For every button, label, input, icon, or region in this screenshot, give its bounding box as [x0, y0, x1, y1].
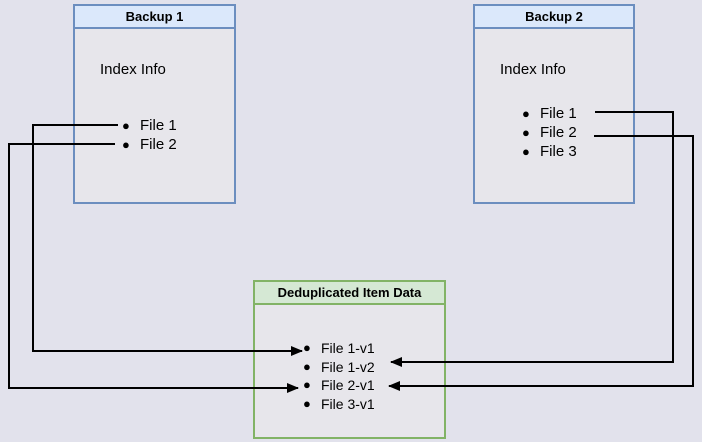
dedup-file-list: ● File 1-v1 ● File 1-v2 ● File 2-v1 ● Fi…	[300, 339, 375, 413]
list-item-label: File 2	[540, 124, 577, 141]
list-item-file3: ● File 3	[519, 142, 577, 161]
list-item-file3-v1: ● File 3-v1	[300, 395, 375, 414]
dedup-header: Deduplicated Item Data	[255, 282, 444, 305]
list-item-file2: ● File 2	[519, 123, 577, 142]
backup1-index-info-label: Index Info	[100, 61, 166, 78]
dedup-title: Deduplicated Item Data	[277, 285, 422, 300]
backup2-box: Backup 2 Index Info ● File 1 ● File 2 ● …	[473, 4, 635, 204]
list-item-label: File 3	[540, 143, 577, 160]
list-item-label: File 1-v1	[321, 340, 375, 356]
bullet-icon: ●	[122, 137, 130, 152]
bullet-icon: ●	[522, 125, 530, 140]
list-item-label: File 3-v1	[321, 395, 375, 412]
backup2-header: Backup 2	[475, 6, 633, 29]
list-item-label: File 2	[140, 136, 177, 153]
backup1-box: Backup 1 Index Info ● File 1 ● File 2	[73, 4, 236, 204]
list-item-file2: ● File 2	[119, 135, 177, 154]
list-item-file2-v1: ● File 2-v1	[300, 376, 375, 395]
bullet-icon: ●	[303, 340, 311, 355]
bullet-icon: ●	[303, 395, 311, 411]
list-item-file1: ● File 1	[519, 104, 577, 123]
bullet-icon: ●	[522, 106, 530, 121]
bullet-icon: ●	[303, 377, 311, 392]
backup2-index-info-label: Index Info	[500, 61, 566, 78]
list-item-file1: ● File 1	[119, 116, 177, 135]
backup1-header: Backup 1	[75, 6, 234, 29]
list-item-label: File 2-v1	[321, 377, 375, 393]
dedup-box: Deduplicated Item Data ● File 1-v1 ● Fil…	[253, 280, 446, 439]
list-item-file1-v2: ● File 1-v2	[300, 358, 375, 377]
bullet-icon: ●	[522, 144, 530, 159]
backup2-file-list: ● File 1 ● File 2 ● File 3	[519, 104, 577, 161]
list-item-label: File 1	[140, 117, 177, 134]
list-item-label: File 1-v2	[321, 358, 375, 375]
list-item-label: File 1	[540, 105, 577, 122]
backup2-title: Backup 2	[525, 9, 583, 24]
backup1-file-list: ● File 1 ● File 2	[119, 116, 177, 154]
list-item-file1-v1: ● File 1-v1	[300, 339, 375, 358]
bullet-icon: ●	[303, 358, 311, 374]
bullet-icon: ●	[122, 118, 130, 133]
backup1-title: Backup 1	[125, 9, 184, 24]
